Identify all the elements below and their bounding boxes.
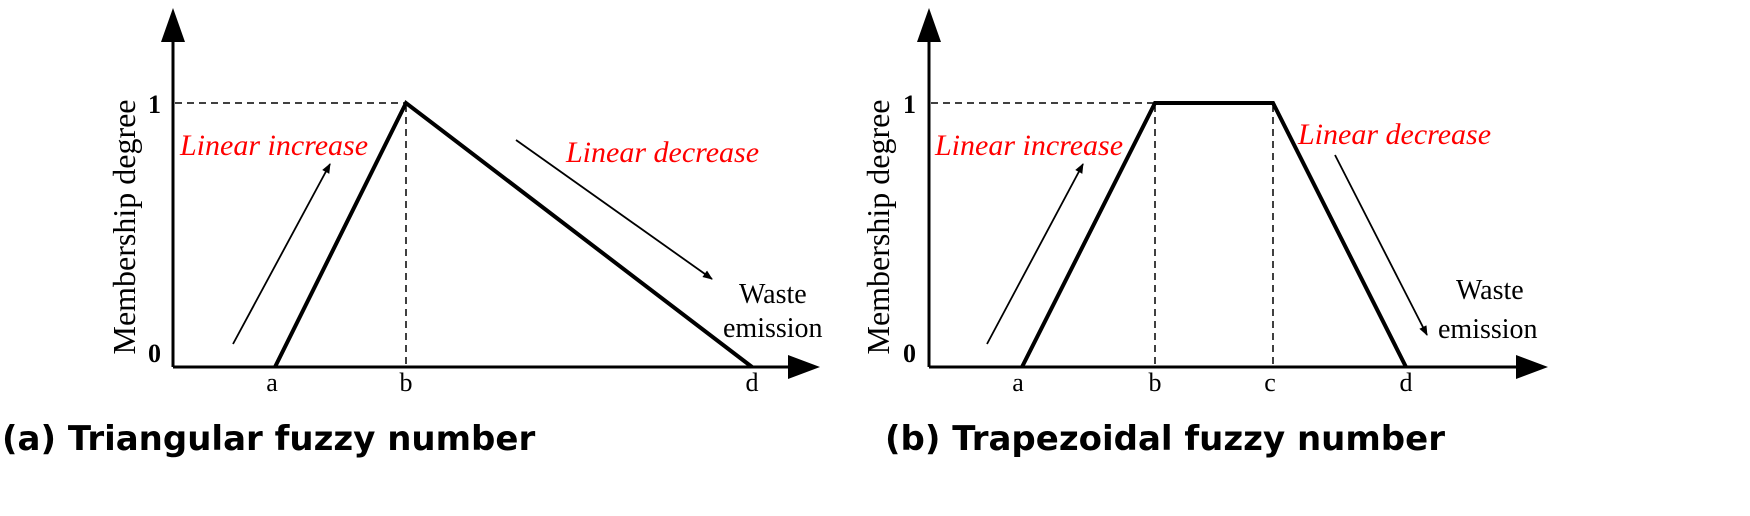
x-tick-b: b	[400, 368, 413, 397]
x-axis-arrowhead	[788, 355, 820, 379]
membership-function-trapezoid	[1020, 101, 1408, 368]
x-tick-d: d	[1400, 368, 1413, 397]
y-tick-0: 0	[903, 339, 916, 368]
x-tick-d: d	[746, 368, 759, 397]
annotation-linear-increase: Linear increase	[934, 129, 1123, 162]
y-axis-arrowhead	[161, 8, 185, 42]
annotation-linear-increase: Linear increase	[179, 129, 368, 162]
y-axis-label: Membership degree	[106, 99, 142, 354]
decrease-arrow	[515, 139, 713, 280]
y-axis-arrowhead	[917, 8, 941, 42]
x-axis-label-line1: Waste	[739, 279, 807, 310]
increase-arrow	[232, 163, 331, 345]
decrease-arrow	[1334, 154, 1428, 336]
annotation-linear-decrease: Linear decrease	[565, 136, 759, 169]
caption-triangular: (a) Triangular fuzzy number	[2, 419, 535, 459]
y-tick-1: 1	[903, 90, 916, 119]
x-axis-label-line2: emission	[1438, 314, 1538, 345]
increase-arrow	[986, 163, 1084, 345]
x-axis-label-line2: emission	[723, 313, 823, 344]
membership-function-triangle	[273, 99, 754, 369]
x-axis-arrowhead	[1516, 355, 1548, 379]
x-axis-label-line1: Waste	[1456, 275, 1524, 306]
panel-trapezoidal: Membership degree 1 0 a b c d Linear inc…	[860, 8, 1548, 397]
y-tick-1: 1	[148, 90, 161, 119]
x-tick-a: a	[266, 368, 278, 397]
y-tick-0: 0	[148, 339, 161, 368]
y-axis-label: Membership degree	[860, 99, 896, 354]
x-tick-b: b	[1149, 368, 1162, 397]
annotation-linear-decrease: Linear decrease	[1297, 118, 1491, 151]
panel-triangular: Membership degree 1 0 a b d Linear incre…	[106, 8, 823, 397]
caption-trapezoidal: (b) Trapezoidal fuzzy number	[885, 419, 1445, 459]
x-tick-a: a	[1012, 368, 1024, 397]
x-tick-c: c	[1264, 368, 1276, 397]
